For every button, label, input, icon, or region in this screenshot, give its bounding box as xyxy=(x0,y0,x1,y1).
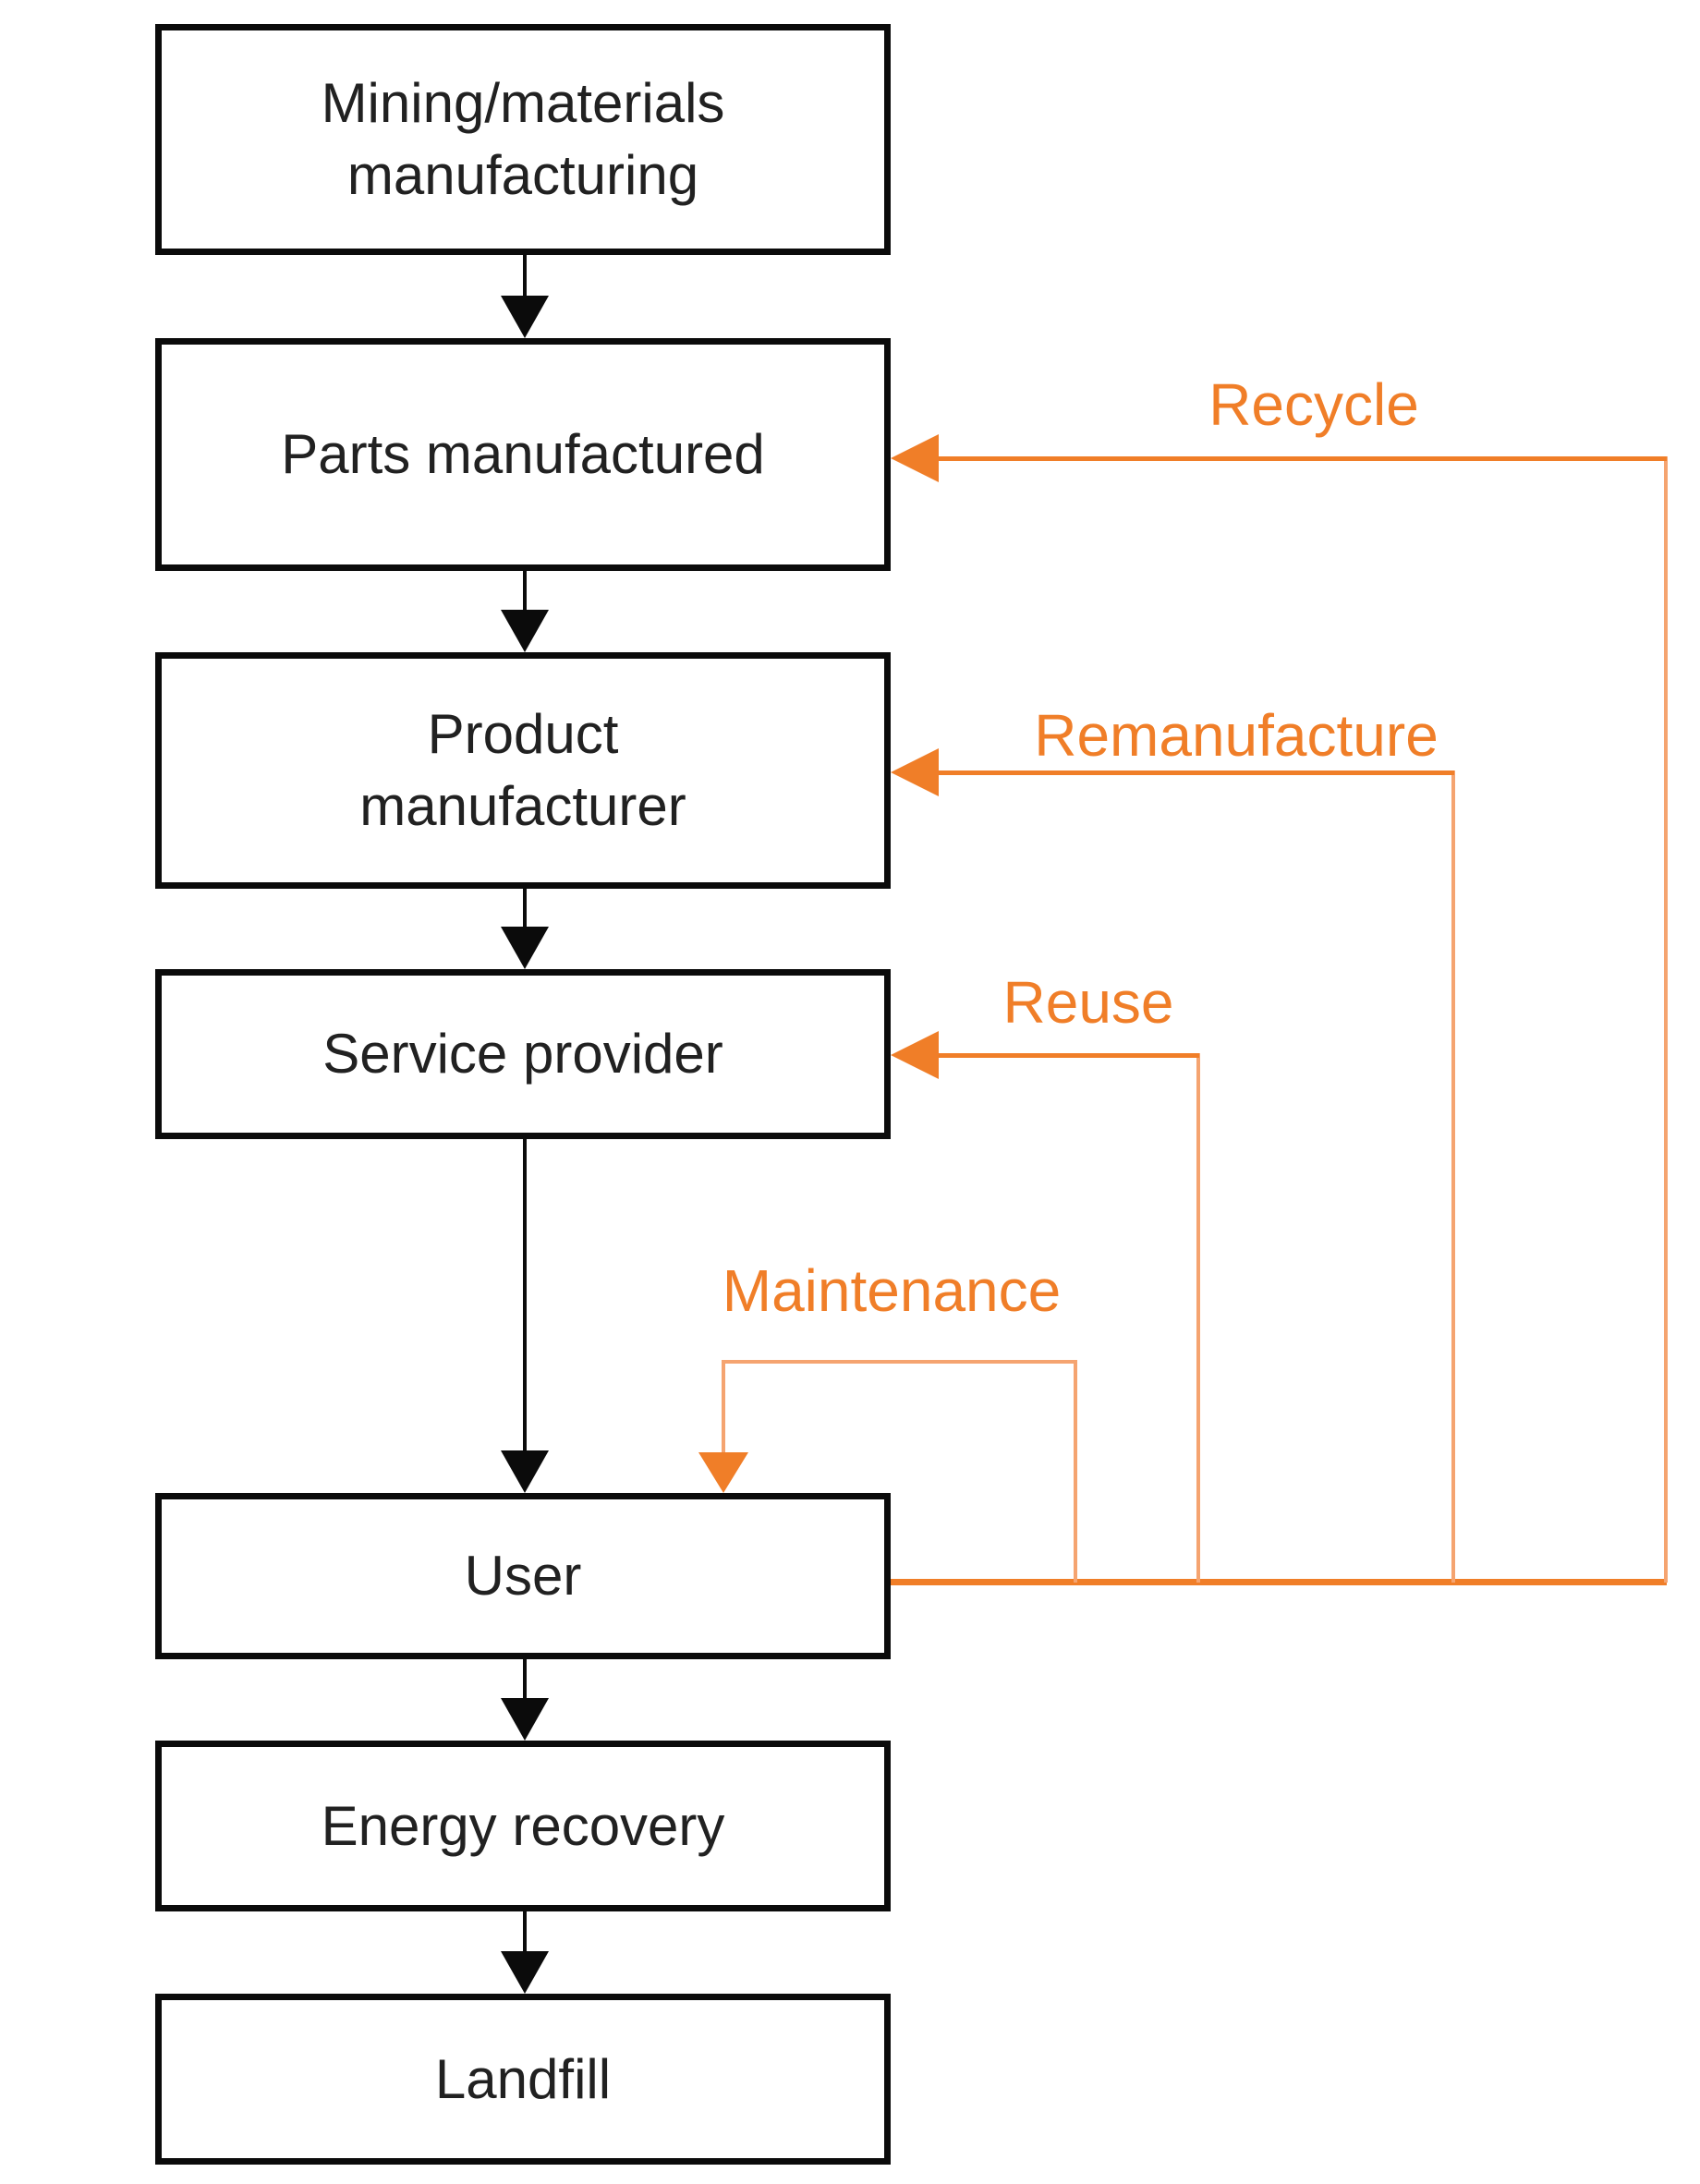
maintenance-arrowhead-down xyxy=(698,1452,748,1493)
recycle-loop-vertical xyxy=(1664,456,1668,1583)
box-mining-materials-manufacturing: Mining/materials manufacturing xyxy=(155,24,891,255)
arrowhead-down-into-energy xyxy=(501,1698,549,1741)
remanufacture-loop-vertical xyxy=(1451,770,1455,1583)
maintenance-loop-horizontal xyxy=(722,1360,1077,1364)
box-user: User xyxy=(155,1493,891,1659)
arrowhead-down-into-product xyxy=(501,610,549,652)
remanufacture-label: Remanufacture xyxy=(1034,702,1439,769)
flow-line-mining-to-parts xyxy=(523,250,527,299)
remanufacture-arrowhead-left xyxy=(891,748,939,796)
reuse-loop-horizontal xyxy=(933,1053,1199,1058)
flow-line-energy-to-landfill xyxy=(523,1908,527,1953)
maintenance-loop-vertical-left xyxy=(722,1360,725,1456)
box-landfill: Landfill xyxy=(155,1994,891,2165)
box-service-provider: Service provider xyxy=(155,969,891,1139)
flow-line-user-to-energy xyxy=(523,1656,527,1700)
reuse-loop-vertical xyxy=(1196,1053,1200,1583)
arrowhead-down-into-parts xyxy=(501,296,549,338)
maintenance-loop-vertical-right xyxy=(1074,1360,1077,1583)
loop-trunk-from-user xyxy=(891,1579,1667,1585)
flow-line-product-to-service xyxy=(523,885,527,929)
recycle-label: Recycle xyxy=(1208,371,1419,438)
flow-line-parts-to-product xyxy=(523,567,527,613)
box-parts-manufactured: Parts manufactured xyxy=(155,338,891,571)
remanufacture-loop-horizontal xyxy=(933,770,1454,775)
flow-line-service-to-user xyxy=(523,1135,527,1453)
arrowhead-down-into-service xyxy=(501,927,549,969)
box-energy-recovery: Energy recovery xyxy=(155,1741,891,1911)
recycle-arrowhead-left xyxy=(891,434,939,482)
arrowhead-down-into-user xyxy=(501,1450,549,1493)
maintenance-label: Maintenance xyxy=(722,1257,1062,1324)
reuse-arrowhead-left xyxy=(891,1031,939,1079)
arrowhead-down-into-landfill xyxy=(501,1951,549,1994)
box-product-manufacturer: Product manufacturer xyxy=(155,652,891,889)
reuse-label: Reuse xyxy=(1002,969,1174,1036)
recycle-loop-horizontal xyxy=(933,456,1667,461)
